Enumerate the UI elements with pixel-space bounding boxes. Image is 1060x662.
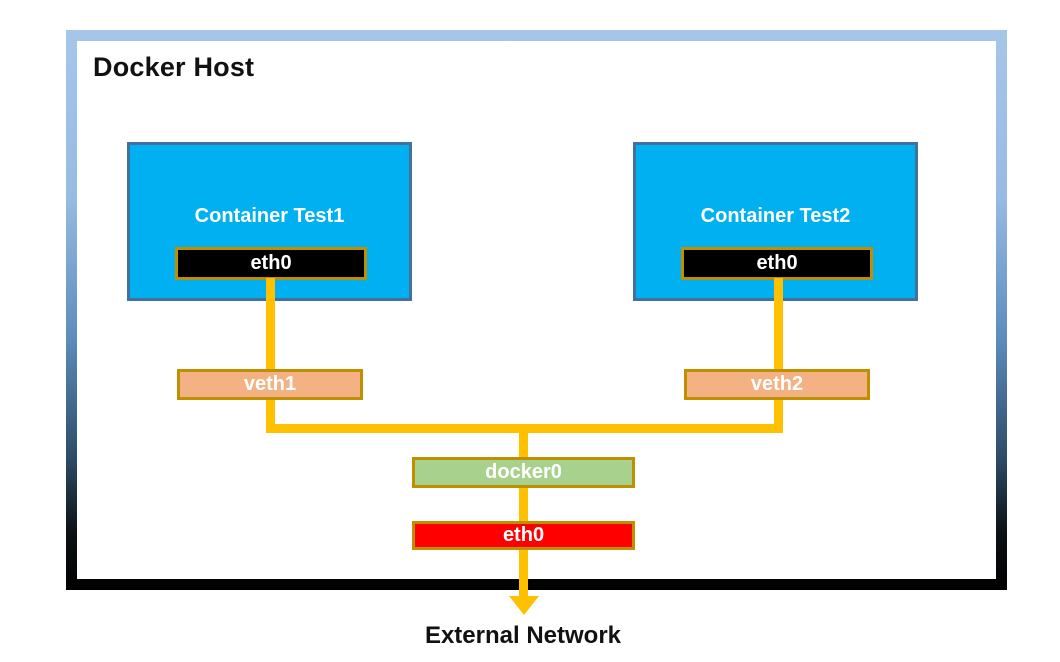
container-test2-label: Container Test2: [700, 205, 851, 227]
host-eth0-box: eth0: [412, 521, 635, 550]
external-arrow-icon: [509, 596, 539, 615]
docker-host-inner-area: [77, 41, 996, 579]
container-test1-box: Container Test1 eth0: [127, 142, 412, 301]
docker-host-label: Docker Host: [93, 52, 255, 82]
container-test1-label: Container Test1: [194, 205, 345, 227]
veth1-box: veth1: [177, 369, 363, 400]
connector-to-external-line: [519, 424, 528, 597]
docker-host-box: [66, 30, 1007, 590]
container-test2-eth0-box: eth0: [681, 247, 873, 280]
connector-eth0-to-veth1-line: [266, 278, 275, 433]
container-test1-eth0-box: eth0: [175, 247, 367, 280]
external-network-label: External Network: [424, 622, 622, 649]
veth2-box: veth2: [684, 369, 870, 400]
docker0-bridge-box: docker0: [412, 457, 635, 488]
connector-eth0-to-veth2-line: [774, 278, 783, 433]
